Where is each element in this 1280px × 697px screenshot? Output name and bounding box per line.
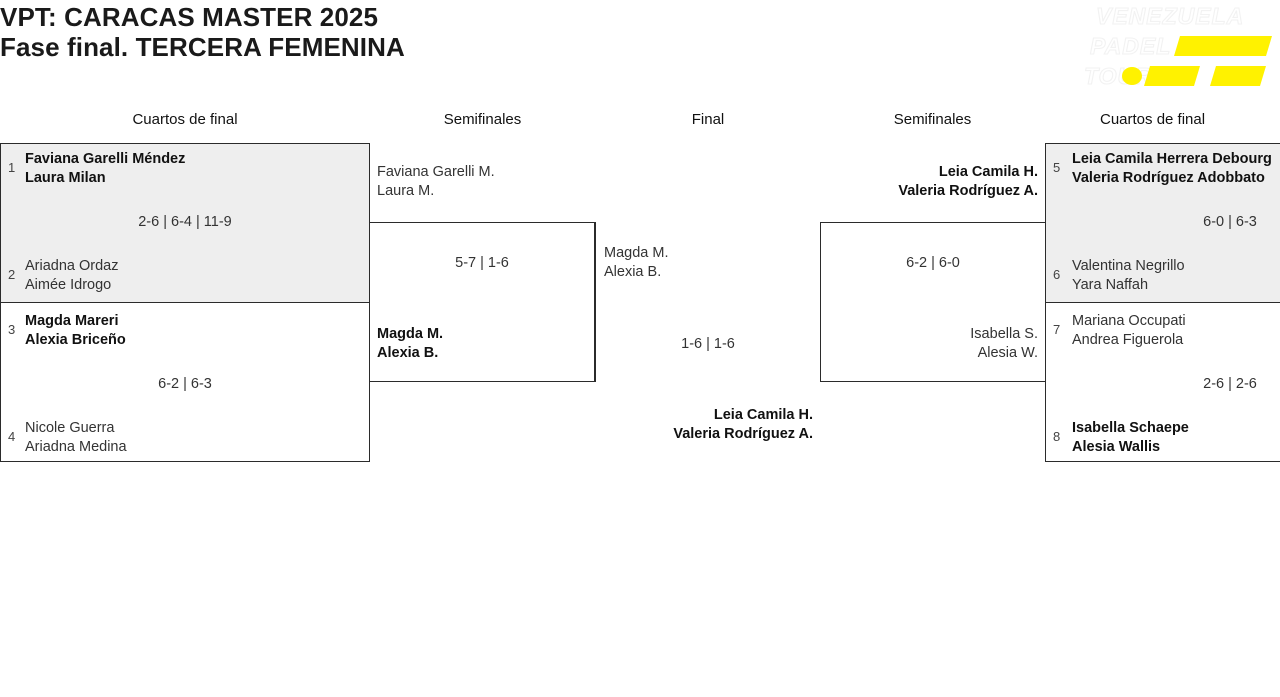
score-right-semifinal: 6-2 | 6-0 [906, 255, 960, 271]
team-left-qf1-bottom: Ariadna Ordaz Aimée Idrogo [25, 258, 119, 293]
logo-text-padel: PADEL [1090, 33, 1171, 59]
team-right-qf1-top: Leia Camila Herrera Debourg Valeria Rodr… [1072, 151, 1272, 186]
score-right-qf2: 2-6 | 2-6 [1203, 376, 1257, 392]
team-right-sf-bottom: Isabella S. Alesia W. [970, 326, 1038, 361]
team-right-qf2-top: Mariana Occupati Andrea Figuerola [1072, 313, 1186, 348]
venezuela-padel-tour-logo: VENEZUELA PADEL TOUR [1082, 2, 1278, 94]
tournament-phase: Fase final. TERCERA FEMENINA [0, 32, 405, 62]
seed-number-1: 1 [8, 160, 16, 175]
seed-number-4: 4 [8, 429, 16, 444]
match-box-right-qf2[interactable] [1045, 302, 1280, 462]
team-final-champion: Leia Camila H. Valeria Rodríguez A. [673, 407, 813, 442]
seed-number-3: 3 [8, 322, 16, 337]
seed-number-2: 2 [8, 267, 16, 282]
team-right-sf-top: Leia Camila H. Valeria Rodríguez A. [898, 164, 1038, 199]
score-right-qf1: 6-0 | 6-3 [1203, 214, 1257, 230]
team-left-sf-top: Faviana Garelli M. Laura M. [377, 164, 495, 199]
score-final: 1-6 | 1-6 [681, 336, 735, 352]
logo-text-venezuela: VENEZUELA [1096, 3, 1244, 29]
team-left-qf2-top: Magda Mareri Alexia Briceño [25, 313, 126, 348]
score-left-qf1: 2-6 | 6-4 | 11-9 [138, 214, 232, 230]
logo-text-tour: TOUR [1084, 63, 1153, 89]
match-box-left-qf2[interactable] [0, 302, 370, 462]
score-left-semifinal: 5-7 | 1-6 [455, 255, 509, 271]
seed-number-7: 7 [1053, 322, 1061, 337]
match-box-right-semifinal[interactable] [820, 222, 1046, 382]
round-header-cuartos-izquierda: Cuartos de final [132, 111, 238, 128]
team-left-sf-bottom: Magda M. Alexia B. [377, 326, 444, 361]
round-header-cuartos-derecha: Cuartos de final [1100, 111, 1206, 128]
seed-number-8: 8 [1053, 429, 1061, 444]
tournament-name: VPT: CARACAS MASTER 2025 [0, 2, 379, 32]
page-title: VPT: CARACAS MASTER 2025 Fase final. TER… [0, 2, 405, 62]
team-final-top: Magda M. Alexia B. [604, 245, 669, 280]
match-box-left-semifinal[interactable] [369, 222, 595, 382]
round-header-final: Final [691, 111, 725, 128]
seed-number-5: 5 [1053, 160, 1061, 175]
team-left-qf1-top: Faviana Garelli Méndez Laura Milan [25, 151, 186, 186]
logo-accent-shapes [1122, 36, 1272, 86]
team-right-qf1-bottom: Valentina Negrillo Yara Naffah [1072, 258, 1185, 293]
seed-number-6: 6 [1053, 267, 1061, 282]
round-header-semifinales-izquierda: Semifinales [443, 111, 522, 128]
team-right-qf2-bottom: Isabella Schaepe Alesia Wallis [1072, 420, 1189, 455]
match-box-left-qf1[interactable] [0, 143, 370, 303]
team-left-qf2-bottom: Nicole Guerra Ariadna Medina [25, 420, 127, 455]
round-header-semifinales-derecha: Semifinales [893, 111, 972, 128]
score-left-qf2: 6-2 | 6-3 [158, 376, 212, 392]
